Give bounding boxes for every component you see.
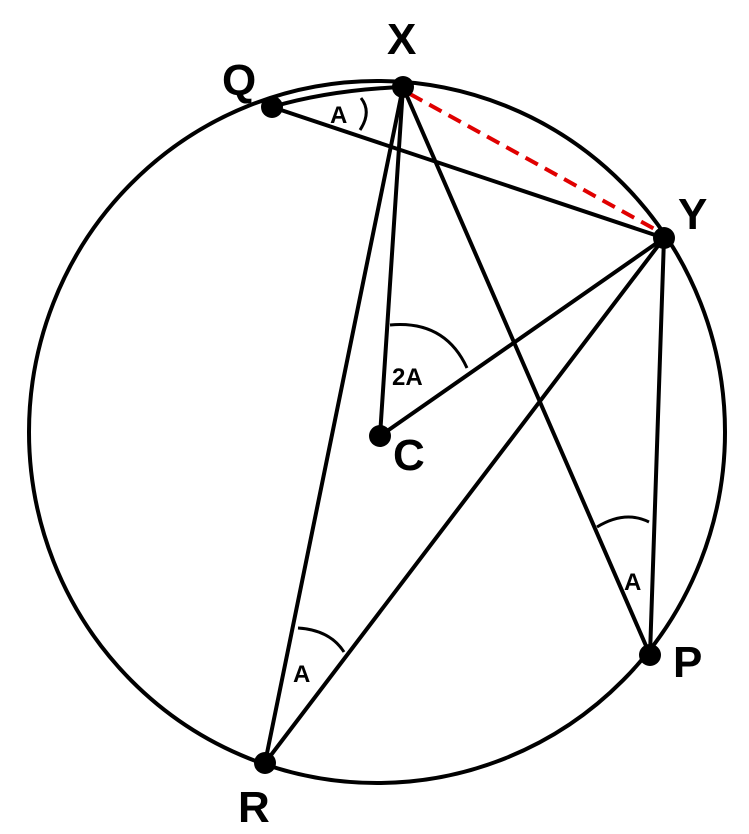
dashed-chord-x-y: [409, 92, 661, 234]
segment-x-r: [263, 85, 405, 765]
angle-arc-center: [389, 323, 469, 369]
circle: [27, 79, 727, 785]
segment-q-y: [270, 105, 666, 240]
segment-p-y: [648, 236, 666, 657]
angle-label-r: A: [293, 661, 310, 688]
point-r: [254, 752, 276, 774]
point-q: [261, 96, 283, 118]
label-p: P: [673, 638, 702, 687]
arc-q-x: [270, 85, 405, 109]
segment-x-c: [378, 85, 405, 438]
label-y: Y: [678, 190, 707, 239]
angle-arc-r: [297, 626, 346, 653]
label-r: R: [238, 783, 270, 832]
segment-x-p: [401, 85, 652, 657]
label-q: Q: [222, 56, 256, 105]
angle-arc-p: [596, 515, 650, 529]
point-p: [639, 644, 661, 666]
point-x: [392, 76, 414, 98]
point-c: [369, 425, 391, 447]
angle-arc-x: [358, 97, 368, 131]
angle-label-center: 2A: [392, 364, 423, 391]
angle-label-x: A: [330, 102, 347, 129]
segment-r-y: [263, 236, 666, 765]
label-c: C: [393, 431, 425, 480]
label-x: X: [387, 15, 416, 64]
segment-c-y: [378, 236, 666, 438]
point-y: [653, 227, 675, 249]
angle-label-p: A: [624, 569, 641, 596]
